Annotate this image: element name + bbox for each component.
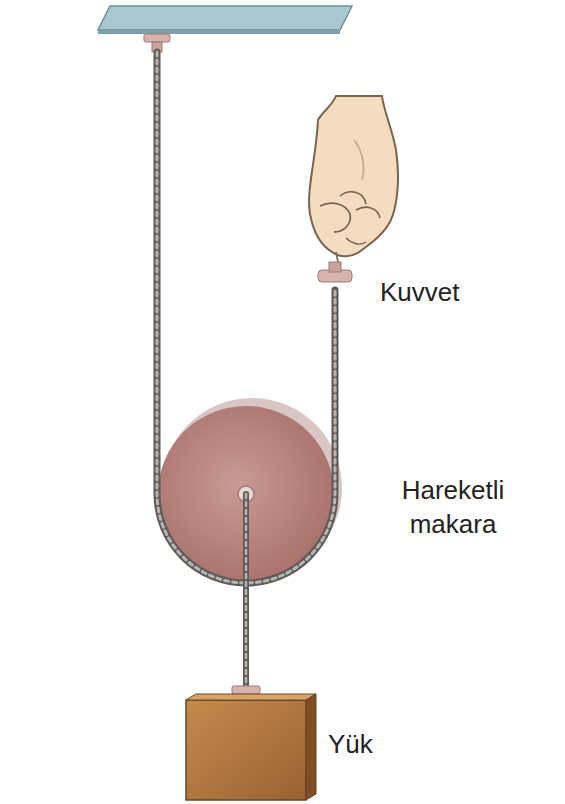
pulley-label: Hareketli makara [378, 474, 528, 542]
load-hook [232, 686, 260, 694]
load-box [186, 694, 316, 800]
rope [157, 52, 335, 690]
load-label: Yük [328, 728, 448, 762]
ceiling-plate [98, 6, 352, 34]
pull-knob [318, 262, 352, 282]
force-label: Kuvvet [380, 276, 540, 310]
hand [309, 96, 398, 262]
